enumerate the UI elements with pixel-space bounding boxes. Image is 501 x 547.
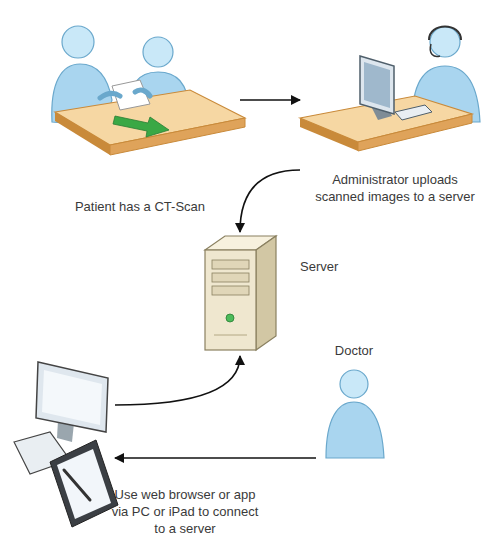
reception-illustration-part [113, 116, 169, 137]
administrator-illustration-part [364, 62, 390, 108]
doctor-illustration-part [326, 402, 384, 458]
administrator-illustration-part [430, 44, 440, 57]
administrator-illustration-part [300, 118, 358, 151]
doctor-illustration-part [340, 370, 368, 398]
caption-text: Administrator uploads scanned images to … [315, 171, 475, 205]
reception-node: Patient has a CT-Scan [40, 20, 240, 215]
doctor-node: Doctor [316, 342, 392, 462]
administrator-node: Administrator uploads scanned images to … [300, 20, 490, 205]
administrator-illustration [300, 27, 480, 152]
flow-arrow [115, 457, 316, 459]
server-illustration-part [256, 236, 276, 350]
caption-text: Server [300, 258, 338, 275]
server-illustration-part [212, 260, 249, 269]
administrator-illustration-part [395, 105, 432, 120]
server-illustration-part [212, 273, 249, 282]
doctor-illustration [326, 370, 384, 458]
devices-illustration-part [57, 449, 111, 519]
devices-illustration-part [64, 470, 90, 500]
caption-text: Doctor [316, 342, 392, 359]
devices-illustration-part [50, 440, 118, 527]
devices-illustration [14, 362, 118, 527]
server-illustration-part [214, 335, 247, 336]
server-illustration-part [212, 286, 249, 295]
server-illustration-part [226, 314, 234, 322]
server-node: Server [200, 232, 280, 356]
server-illustration [205, 236, 276, 350]
administrator-illustration-part [358, 114, 472, 151]
devices-illustration-part [42, 370, 102, 425]
administrator-illustration-part [360, 56, 394, 114]
caption-text: Use web browser or app via PC or iPad to… [110, 486, 260, 537]
devices-node: Use web browser or app via PC or iPad to… [15, 355, 115, 530]
administrator-illustration-part [429, 27, 461, 41]
reception-illustration-part [100, 93, 120, 98]
reception-illustration-part [143, 37, 173, 67]
devices-illustration-part [36, 362, 108, 432]
flow-arrow [240, 170, 300, 232]
administrator-illustration-part [430, 27, 460, 57]
reception-illustration-part [62, 26, 94, 58]
flow-arrow [240, 99, 300, 101]
flow-arrow [115, 356, 240, 405]
caption-text: Patient has a CT-Scan [75, 198, 205, 215]
reception-illustration-part [55, 112, 110, 155]
reception-illustration-part [135, 90, 150, 96]
server-illustration-part [205, 250, 256, 350]
reception-illustration [52, 26, 245, 155]
